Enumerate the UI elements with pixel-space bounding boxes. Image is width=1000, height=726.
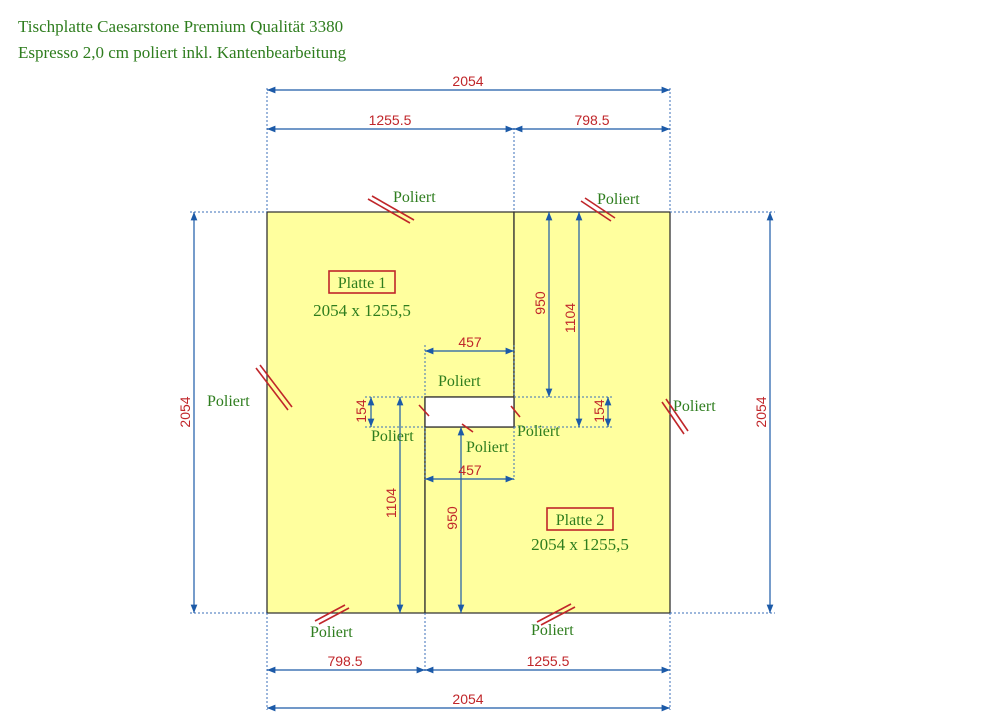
edge-mark-notch-right (510, 405, 521, 418)
label-poliert-top-left: Poliert (393, 189, 436, 206)
dimension-lines (190, 86, 774, 712)
title-line-1: Tischplatte Caesarstone Premium Qualität… (18, 17, 344, 36)
polished-edge-markers (255, 195, 689, 626)
dim-bottom-left: 798.5 (327, 653, 362, 669)
edge-mark-right (661, 398, 689, 435)
drawing-title: Tischplatte Caesarstone Premium Qualität… (18, 14, 346, 66)
notch-cutout (424, 396, 515, 428)
plate-2-name: Platte 2 (556, 512, 604, 529)
label-poliert-notch-bottom: Poliert (466, 439, 509, 456)
edge-mark-left (255, 364, 293, 411)
edge-mark-notch-bottom (461, 423, 474, 433)
dim-bottom-total: 2054 (452, 691, 483, 707)
dim-notch-right: 154 (591, 399, 607, 423)
extension-lines (190, 88, 775, 710)
edge-mark-bottom-right (536, 603, 576, 626)
label-poliert-notch-left: Poliert (371, 428, 414, 445)
dim-left-950: 950 (444, 506, 460, 530)
edge-mark-bottom-left (314, 604, 350, 625)
dim-top-total: 2054 (452, 73, 483, 89)
label-poliert-notch-top: Poliert (438, 373, 481, 390)
label-poliert-left: Poliert (207, 393, 250, 410)
label-poliert-top-right: Poliert (597, 191, 640, 208)
edge-mark-notch-left (418, 404, 430, 417)
label-poliert-notch-right: Poliert (517, 423, 560, 440)
label-poliert-bottom-right: Poliert (531, 622, 574, 639)
dim-notch-left: 154 (353, 399, 369, 423)
dim-bottom-right: 1255.5 (527, 653, 570, 669)
title-line-2: Espresso 2,0 cm poliert inkl. Kantenbear… (18, 43, 347, 62)
dim-notch-bottom: 457 (458, 462, 482, 478)
plate-1-name: Platte 1 (338, 275, 386, 292)
plate-2-size: 2054 x 1255,5 (531, 535, 629, 554)
dim-right-950: 950 (532, 291, 548, 315)
polished-labels: Poliert Poliert Poliert Poliert Poliert … (207, 189, 716, 641)
dim-left-total: 2054 (177, 396, 193, 427)
dim-top-right: 798.5 (574, 112, 609, 128)
dim-notch-top: 457 (458, 334, 482, 350)
edge-mark-top-left (367, 195, 415, 224)
plate-2-name-box (546, 507, 614, 531)
label-poliert-bottom-left: Poliert (310, 624, 353, 641)
plate-1-size: 2054 x 1255,5 (313, 301, 411, 320)
dim-top-left: 1255.5 (369, 112, 412, 128)
dimension-texts: 2054 1255.5 798.5 2054 2054 950 1104 457… (177, 73, 769, 707)
edge-mark-top-right (580, 197, 616, 222)
plate-1-label: Platte 1 2054 x 1255,5 (313, 270, 411, 320)
dim-left-1104: 1104 (383, 488, 399, 518)
dim-right-1104: 1104 (562, 303, 578, 333)
plate-1-name-box (328, 270, 396, 294)
plate-2-label: Platte 2 2054 x 1255,5 (531, 507, 629, 554)
label-poliert-right: Poliert (673, 398, 716, 415)
dim-right-total: 2054 (753, 396, 769, 427)
